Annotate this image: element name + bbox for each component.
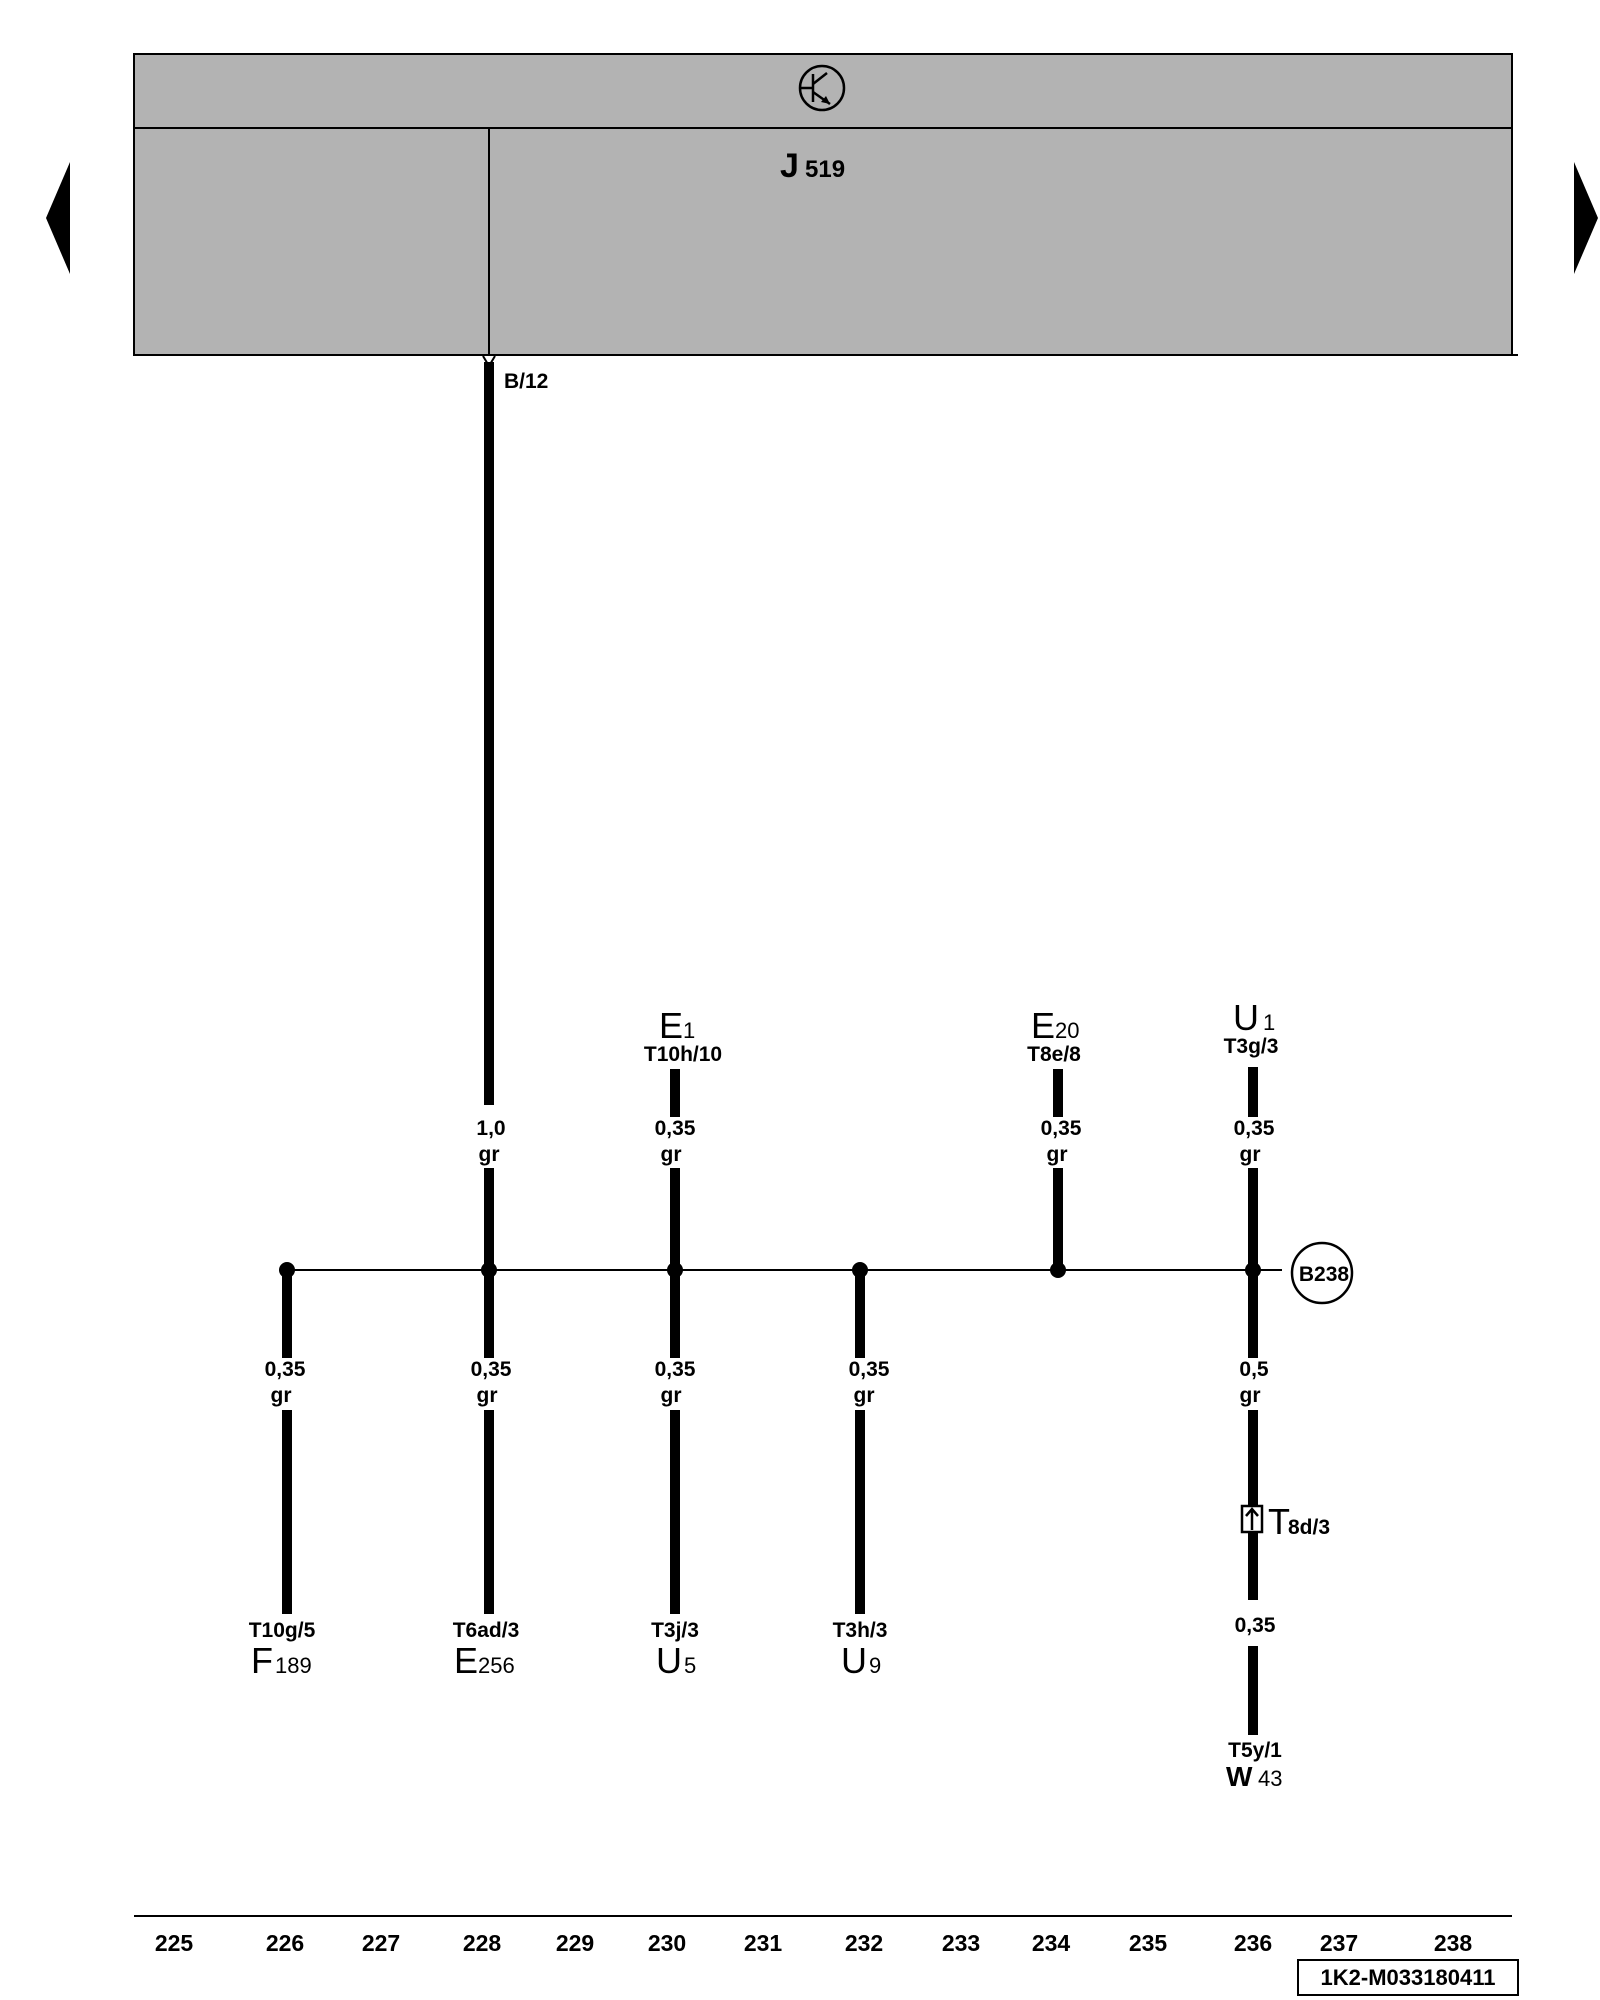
- triangle-left-icon[interactable]: [46, 162, 70, 274]
- w43-wire-size-lower: 0,35: [1235, 1614, 1276, 1637]
- bus-connection-label: B238: [1299, 1263, 1350, 1286]
- junction-dots: [279, 1262, 1261, 1278]
- component-u1-wire-color: gr: [1240, 1143, 1261, 1166]
- main-feed-wire: 1,0 gr: [476, 362, 506, 1270]
- control-unit-j519: J 519: [133, 53, 1518, 356]
- grid-number: 232: [845, 1930, 883, 1956]
- component-f189: 0,35 gr T10g/5 F 189: [249, 1270, 316, 1681]
- grid-number: 229: [556, 1930, 594, 1956]
- component-u9-sub: 9: [869, 1653, 881, 1678]
- diagram-code-box: 1K2-M033180411: [1297, 1959, 1519, 1996]
- grid-number: 233: [942, 1930, 980, 1956]
- grid-number: 230: [648, 1930, 686, 1956]
- component-e256-wire-size: 0,35: [471, 1358, 512, 1381]
- component-e1-wire-color: gr: [661, 1143, 682, 1166]
- component-u1-pin: T3g/3: [1224, 1035, 1279, 1058]
- component-e256-name: E: [454, 1640, 478, 1681]
- component-u1-wire-size: 0,35: [1234, 1117, 1275, 1140]
- grid-number: 235: [1129, 1930, 1168, 1956]
- component-e1-sub: 1: [683, 1018, 695, 1043]
- component-e1-pin: T10h/10: [644, 1043, 722, 1066]
- w43-name: W: [1226, 1761, 1253, 1792]
- component-u9-wire-color: gr: [854, 1384, 875, 1407]
- transistor-icon: [798, 64, 846, 112]
- component-e256-pin: T6ad/3: [453, 1619, 520, 1642]
- connector-icon: [1240, 1504, 1264, 1534]
- grid-number: 231: [744, 1930, 783, 1956]
- component-e20: E 20 T8e/8 0,35 gr: [1027, 1005, 1082, 1270]
- component-f189-wire-size: 0,35: [265, 1358, 306, 1381]
- control-unit-name: J: [780, 147, 799, 185]
- grid-number: 228: [463, 1930, 502, 1956]
- diagram-code: 1K2-M033180411: [1321, 1965, 1496, 1990]
- grid-number: 225: [155, 1930, 194, 1956]
- main-feed-wire-color: gr: [479, 1143, 500, 1166]
- component-e20-wire-size: 0,35: [1041, 1117, 1082, 1140]
- grid-number: 237: [1320, 1930, 1358, 1956]
- component-u1-name: U: [1233, 997, 1259, 1038]
- w43-sub: 43: [1258, 1766, 1282, 1791]
- component-e256-wire-color: gr: [477, 1384, 498, 1407]
- component-f189-pin: T10g/5: [249, 1619, 316, 1642]
- component-u1-sub: 1: [1263, 1010, 1275, 1035]
- component-e20-name: E: [1031, 1005, 1055, 1046]
- component-e20-sub: 20: [1055, 1018, 1079, 1043]
- control-unit-subscript: 519: [805, 156, 845, 183]
- grid-number: 227: [362, 1930, 400, 1956]
- grid-number: 234: [1032, 1930, 1071, 1956]
- component-u5-sub: 5: [684, 1653, 696, 1678]
- component-u9: 0,35 gr T3h/3 U 9: [833, 1270, 890, 1681]
- grid-number: 236: [1234, 1930, 1272, 1956]
- component-u9-wire-size: 0,35: [849, 1358, 890, 1381]
- grid-numbers: 225 226 227 228 229 230 231 232 233 234 …: [155, 1930, 1473, 1956]
- component-f189-name: F: [251, 1640, 273, 1681]
- component-u5-name: U: [656, 1640, 682, 1681]
- component-e1-name: E: [659, 1005, 683, 1046]
- w43-connector-name: T: [1268, 1501, 1290, 1542]
- component-u5-wire-color: gr: [661, 1384, 682, 1407]
- component-u1: U 1 T3g/3 0,35 gr: [1224, 997, 1279, 1270]
- component-u5-pin: T3j/3: [651, 1619, 699, 1642]
- bus-connection-b238: B238: [1290, 1241, 1354, 1305]
- component-e256: 0,35 gr T6ad/3 E 256: [453, 1270, 520, 1681]
- component-e256-sub: 256: [478, 1653, 515, 1678]
- grid-number: 238: [1434, 1930, 1473, 1956]
- component-u9-name: U: [841, 1640, 867, 1681]
- w43-connector-sub: 8d/3: [1288, 1516, 1330, 1539]
- component-u5-wire-size: 0,35: [655, 1358, 696, 1381]
- w43-pin: T5y/1: [1228, 1739, 1282, 1762]
- w43-wire-size-upper: 0,5: [1239, 1358, 1269, 1381]
- component-u5: 0,35 gr T3j/3 U 5: [651, 1270, 699, 1681]
- ecu-pin-label: B/12: [504, 370, 548, 393]
- component-f189-wire-color: gr: [271, 1384, 292, 1407]
- component-e20-wire-color: gr: [1047, 1143, 1068, 1166]
- component-e20-pin: T8e/8: [1027, 1043, 1081, 1066]
- component-f189-sub: 189: [275, 1653, 312, 1678]
- grid-number: 226: [266, 1930, 304, 1956]
- component-u9-pin: T3h/3: [833, 1619, 888, 1642]
- component-w43-branch: 0,5 gr T 8d/3 0,35 T5y/1 W 43: [1226, 1270, 1330, 1792]
- triangle-right-icon[interactable]: [1574, 162, 1598, 274]
- w43-wire-color-upper: gr: [1240, 1384, 1261, 1407]
- main-feed-wire-size: 1,0: [476, 1117, 505, 1140]
- component-e1: E 1 T10h/10 0,35 gr: [644, 1005, 722, 1270]
- component-e1-wire-size: 0,35: [655, 1117, 696, 1140]
